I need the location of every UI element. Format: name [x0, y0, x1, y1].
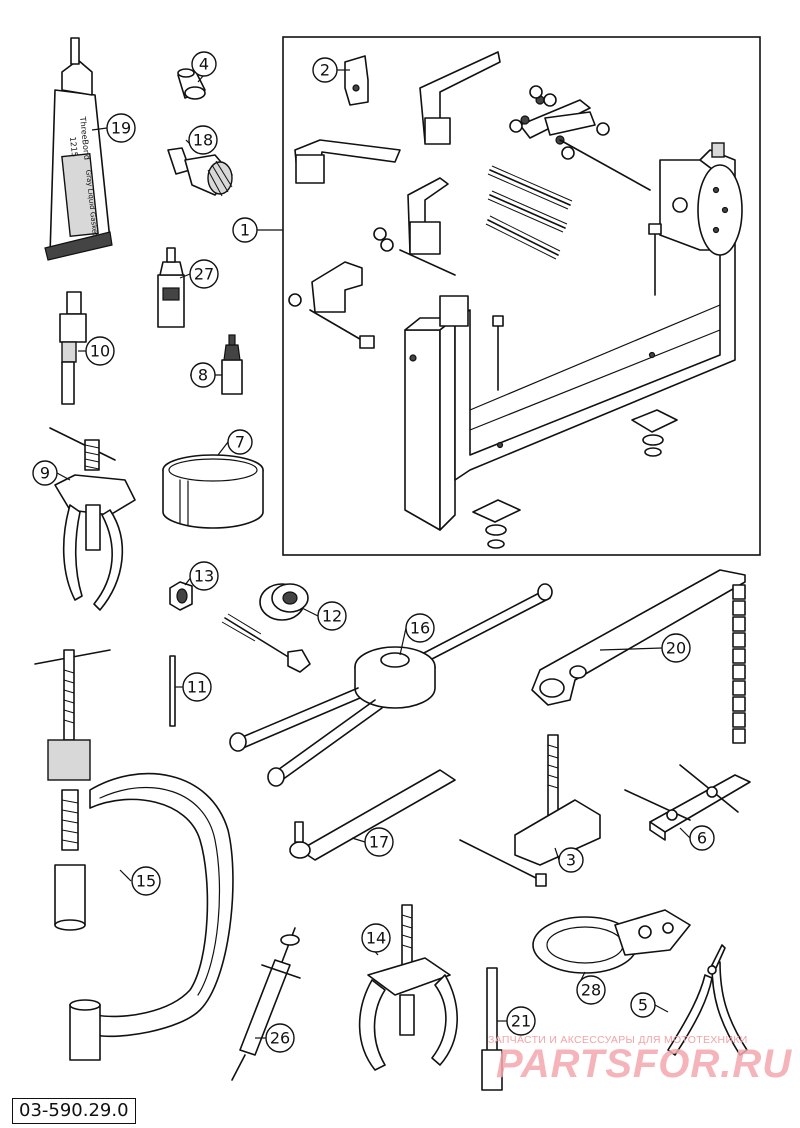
bolt-bearing-drawing: [221, 583, 311, 673]
two-jaw-puller-drawing: [358, 904, 458, 1071]
callout-12-label: 12: [322, 607, 342, 626]
callout-17-label: 17: [369, 833, 389, 852]
callout-6: 6: [689, 825, 715, 851]
bottle-drawing: [157, 247, 185, 328]
callout-1-label: 1: [240, 221, 250, 240]
engine-stand-frame-box: [282, 36, 761, 556]
callout-27: 27: [189, 259, 219, 289]
puller-rod-drawing: [59, 291, 87, 405]
pin-drawing: [169, 655, 176, 727]
flat-wrench-drawing: [289, 769, 456, 861]
callout-18-label: 18: [193, 131, 213, 150]
callout-13: 13: [189, 561, 219, 591]
callout-28-label: 28: [581, 981, 601, 1000]
valve-spring-compressor-drawing: [34, 649, 234, 1061]
circlip-pliers-drawing: [667, 944, 748, 1056]
callout-4: 4: [191, 51, 217, 77]
punch-drawing: [481, 967, 503, 1091]
callout-8: 8: [190, 362, 216, 388]
callout-14-label: 14: [366, 929, 386, 948]
callout-10-label: 10: [90, 342, 110, 361]
callout-3: 3: [558, 847, 584, 873]
hex-nut-drawing: [169, 581, 193, 611]
callout-11: 11: [182, 672, 212, 702]
callout-17: 17: [364, 827, 394, 857]
callout-9-label: 9: [40, 464, 50, 483]
callout-8-label: 8: [198, 366, 208, 385]
callout-12: 12: [317, 601, 347, 631]
callout-16: 16: [405, 613, 435, 643]
callout-11-label: 11: [187, 678, 207, 697]
callout-21-label: 21: [511, 1012, 531, 1031]
callout-19: 19: [106, 113, 136, 143]
callout-7-label: 7: [235, 433, 245, 452]
bearing-puller-drawing: [49, 427, 136, 611]
callout-20-label: 20: [666, 639, 686, 658]
syringe-drawing: [231, 927, 301, 1081]
callout-7: 7: [227, 429, 253, 455]
watermark-logo: PARTSFOR.RU: [496, 1042, 793, 1086]
callout-4-label: 4: [199, 55, 209, 74]
callout-2-label: 2: [320, 61, 330, 80]
callout-27-label: 27: [194, 265, 214, 284]
callout-6-label: 6: [697, 829, 707, 848]
drawing-number: 03-590.29.0: [12, 1098, 136, 1124]
chain-holder-drawing: [531, 569, 746, 744]
small-bottle-drawing: [221, 334, 243, 395]
callout-15: 15: [131, 866, 161, 896]
holding-tool-drawing: [229, 583, 553, 787]
engine-stand-drawing: [288, 51, 743, 549]
callout-21: 21: [506, 1006, 536, 1036]
callout-5: 5: [630, 992, 656, 1018]
tube-number-label: 1215: [68, 136, 79, 157]
callout-5-label: 5: [638, 996, 648, 1015]
threebond-tube-drawing: ThreeBond 1215 Gray Liquid Gasket: [44, 37, 113, 261]
callout-19-label: 19: [111, 119, 131, 138]
chain-links: [732, 584, 746, 744]
callout-20: 20: [661, 633, 691, 663]
plug-cap-drawing: [177, 68, 206, 100]
ring-compressor-drawing: [162, 454, 264, 529]
extractor-tool-drawing: [459, 734, 601, 887]
callout-18: 18: [188, 125, 218, 155]
callout-13-label: 13: [194, 567, 214, 586]
callout-28: 28: [576, 975, 606, 1005]
callout-16-label: 16: [410, 619, 430, 638]
crankcase-splitter-drawing: [624, 764, 751, 841]
holding-plate-drawing: [532, 909, 691, 974]
watermark-tagline: ЗАПЧАСТИ И АКСЕССУАРЫ ДЛЯ МОТОТЕХНИКИ: [488, 1034, 748, 1046]
callout-1: 1: [232, 217, 258, 243]
callout-3-label: 3: [566, 851, 576, 870]
callout-2: 2: [312, 57, 338, 83]
insert-tool-drawing: [167, 147, 233, 197]
callout-9: 9: [32, 460, 58, 486]
callout-14: 14: [361, 923, 391, 953]
callout-26-label: 26: [270, 1029, 290, 1048]
callout-26: 26: [265, 1023, 295, 1053]
callout-15-label: 15: [136, 872, 156, 891]
callout-10: 10: [85, 336, 115, 366]
